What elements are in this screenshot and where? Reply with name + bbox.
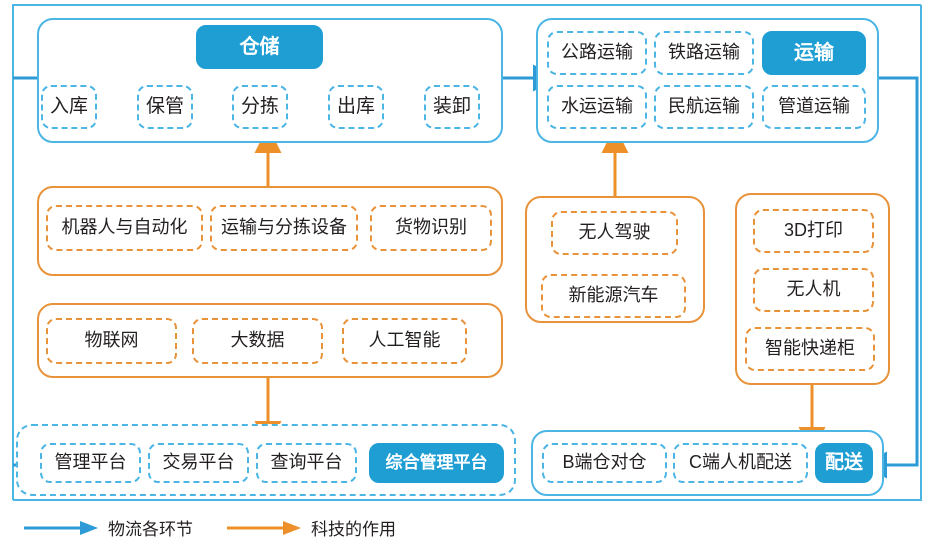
platform-trading[interactable]: 交易平台 — [148, 443, 249, 483]
warehouse-step-sorting[interactable]: 分拣 — [232, 85, 288, 129]
delivery-b2b[interactable]: B端仓对仓 — [542, 443, 667, 483]
legend-item-logistics: 物流各环节 — [22, 515, 193, 540]
delivery-badge[interactable]: 配送 — [815, 443, 873, 483]
tech-information-bigdata[interactable]: 大数据 — [192, 318, 323, 364]
warehouse-step-loading[interactable]: 装卸 — [424, 85, 480, 129]
warehouse-step-storage[interactable]: 保管 — [137, 85, 193, 129]
tech-information-iot[interactable]: 物联网 — [46, 318, 177, 364]
tech-lastmile-3d-printing[interactable]: 3D打印 — [753, 209, 874, 253]
tech-equipment-robotics[interactable]: 机器人与自动化 — [46, 205, 203, 251]
tech-lastmile-drone[interactable]: 无人机 — [753, 268, 874, 312]
platforms-badge[interactable]: 综合管理平台 — [369, 443, 504, 483]
legend-label-logistics: 物流各环节 — [108, 520, 193, 539]
tech-information-ai[interactable]: 人工智能 — [342, 318, 467, 364]
transport-mode-rail[interactable]: 铁路运输 — [654, 31, 754, 75]
transport-mode-road[interactable]: 公路运输 — [547, 31, 647, 75]
transport-mode-pipeline[interactable]: 管道运输 — [762, 85, 866, 129]
tech-lastmile-smart-locker[interactable]: 智能快递柜 — [745, 327, 875, 371]
transport-mode-water[interactable]: 水运运输 — [547, 85, 647, 129]
warehouse-badge[interactable]: 仓储 — [196, 25, 323, 69]
legend-label-technology: 科技的作用 — [311, 520, 396, 539]
tech-equipment-cargo-id[interactable]: 货物识别 — [370, 205, 492, 251]
transport-badge[interactable]: 运输 — [762, 31, 866, 75]
warehouse-step-inbound[interactable]: 入库 — [41, 85, 97, 129]
tech-vehicle-autonomous[interactable]: 无人驾驶 — [551, 211, 678, 255]
legend-orange-arrow-icon — [227, 520, 301, 535]
platform-management[interactable]: 管理平台 — [40, 443, 141, 483]
legend-blue-arrow-icon — [24, 520, 98, 535]
platform-query[interactable]: 查询平台 — [256, 443, 357, 483]
tech-vehicle-newenergy[interactable]: 新能源汽车 — [541, 274, 686, 318]
transport-mode-air[interactable]: 民航运输 — [654, 85, 754, 129]
delivery-c2c[interactable]: C端人机配送 — [673, 443, 808, 483]
tech-equipment-sorting[interactable]: 运输与分拣设备 — [210, 205, 358, 251]
warehouse-step-outbound[interactable]: 出库 — [328, 85, 384, 129]
legend-item-technology: 科技的作用 — [225, 515, 396, 540]
